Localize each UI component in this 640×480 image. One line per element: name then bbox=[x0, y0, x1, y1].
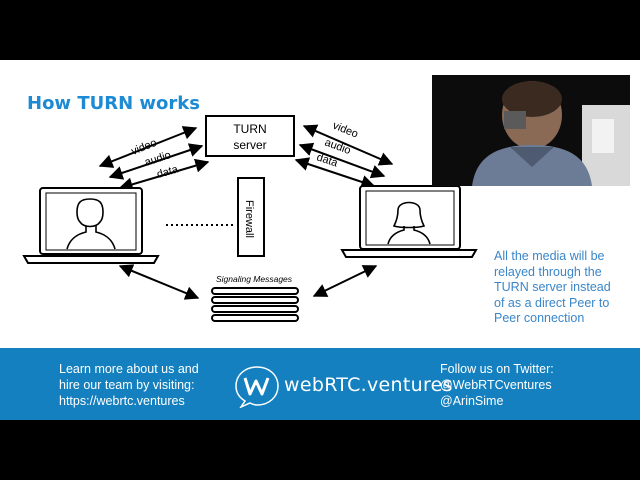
female-user-icon bbox=[387, 201, 431, 245]
right-signaling-arrow bbox=[312, 265, 378, 297]
turn-server-label-line1: TURN bbox=[233, 122, 266, 136]
brand-name: webRTC.ventures bbox=[284, 374, 453, 396]
media-relay-note: All the media will be relayed through th… bbox=[494, 249, 611, 325]
footer-left-line2: hire our team by visiting: bbox=[59, 378, 195, 392]
footer-bar: Learn more about us and hire our team by… bbox=[0, 348, 640, 420]
logo-bubble-icon bbox=[235, 366, 279, 409]
twitter-handle-company[interactable]: @WebRTCventures bbox=[440, 378, 552, 392]
right-media-arrows: video audio data bbox=[294, 120, 394, 189]
right-video-label: video bbox=[331, 120, 360, 141]
webrtc-ventures-logo: webRTC.ventures bbox=[232, 364, 453, 409]
signaling-stack: Signaling Messages bbox=[211, 274, 299, 322]
presenter-video bbox=[432, 75, 630, 186]
signaling-label: Signaling Messages bbox=[216, 274, 293, 284]
turn-server-box: TURN server bbox=[205, 115, 295, 157]
footer-left: Learn more about us and hire our team by… bbox=[59, 361, 199, 409]
footer-url[interactable]: https://webrtc.ventures bbox=[59, 394, 185, 408]
left-data-label: data bbox=[156, 163, 181, 181]
footer-left-line1: Learn more about us and bbox=[59, 362, 199, 376]
right-laptop-icon bbox=[340, 185, 478, 258]
left-signaling-arrow bbox=[118, 264, 200, 300]
firewall-box: Firewall bbox=[237, 177, 265, 257]
presenter-webcam bbox=[432, 75, 630, 186]
footer-right: Follow us on Twitter: @WebRTCventures @A… bbox=[440, 361, 554, 409]
turn-server-label-line2: server bbox=[233, 138, 266, 152]
twitter-handle-person[interactable]: @ArinSime bbox=[440, 394, 504, 408]
turn-diagram: TURN server video audio data video audio… bbox=[22, 115, 478, 322]
firewall-label: Firewall bbox=[243, 200, 255, 238]
left-media-arrows: video audio data bbox=[98, 126, 210, 192]
male-user-icon bbox=[66, 198, 116, 250]
slide-title: How TURN works bbox=[27, 93, 200, 114]
footer-right-line1: Follow us on Twitter: bbox=[440, 362, 554, 376]
left-laptop-icon bbox=[22, 187, 160, 264]
